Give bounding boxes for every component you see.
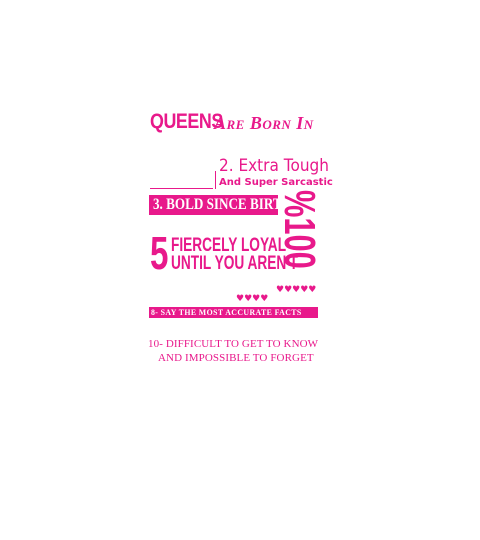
item-5-line-1: FIERCELY LOYAL [171,235,287,256]
item-2-underline [150,188,213,189]
item-2-line-1: 2. Extra Tough [219,156,329,176]
item-10-line-2: AND IMPOSSIBLE TO FORGET [158,352,314,364]
item-3-text: 3. BOLD SINCE BIRTH [153,196,292,213]
item-2-bracket [215,171,216,189]
hearts-row-right-icon: ♥♥♥♥♥ [276,285,317,295]
item-8-text: 8- SAY THE MOST ACCURATE FACTS [151,308,302,317]
item-8-banner [149,307,318,318]
title-are-born-in: Are Born In [214,113,314,133]
item-10-line-1: 10- DIFFICULT TO GET TO KNOW [148,338,319,350]
item-5-line-2: UNTIL YOU AREN'T [171,253,298,274]
title-queens: QUEENS [150,110,223,133]
item-2-line-2: And Super Sarcastic [219,177,333,188]
item-5-number: 5 [150,227,169,279]
hearts-row-left-icon: ♥♥♥♥ [236,294,269,304]
item-3-banner [149,195,278,215]
